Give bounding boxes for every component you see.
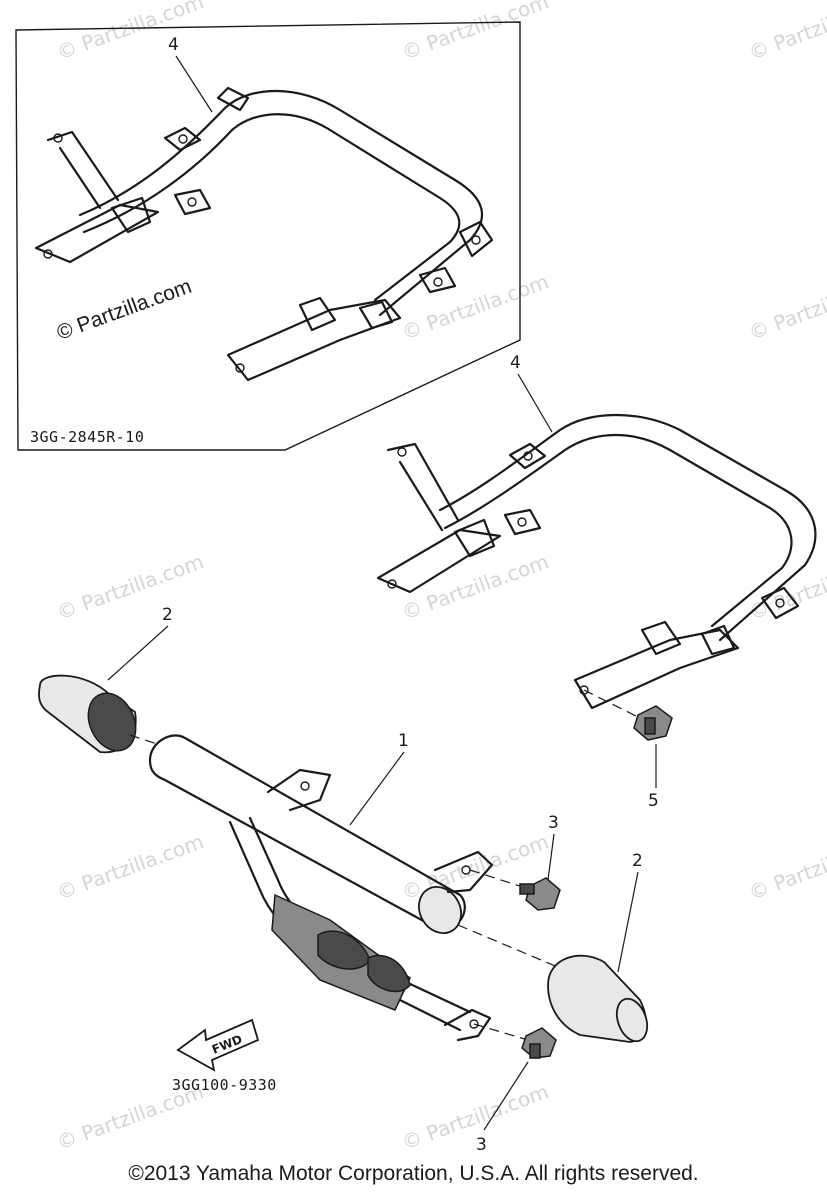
watermark: © Partzilla.com <box>399 0 552 65</box>
bolt-5 <box>583 689 673 741</box>
diagram-code: 3GG100-9330 <box>172 1076 277 1094</box>
watermark: © Partzilla.com <box>54 549 207 624</box>
callout-5: 5 <box>648 791 659 811</box>
watermark: © Partzilla.com <box>399 549 552 624</box>
callout-main-4: 4 <box>510 353 521 373</box>
inset-code: 3GG-2845R-10 <box>30 428 144 446</box>
callout-inset-4: 4 <box>168 35 179 55</box>
callout-3-lower: 3 <box>476 1135 487 1155</box>
callout-3-upper: 3 <box>548 813 559 833</box>
fwd-arrow-icon: FWD <box>176 1018 260 1072</box>
watermark: © Partzilla.com <box>54 829 207 904</box>
guard-tube-1 <box>148 734 494 1042</box>
bolt-3-lower <box>473 1023 557 1059</box>
watermark-layer: © Partzilla.com © Partzilla.com © Partzi… <box>54 0 827 1155</box>
callout-2-left: 2 <box>162 605 173 625</box>
copyright-notice: ©2013 Yamaha Motor Corporation, U.S.A. A… <box>128 1162 699 1185</box>
inset-box: 4 3GG-2845R-10 © Partzilla.com <box>15 21 521 451</box>
callout-2-right: 2 <box>632 851 643 871</box>
watermark: © Partzilla.com <box>746 0 827 65</box>
watermark: © Partzilla.com <box>746 269 827 344</box>
watermark: © Partzilla.com <box>54 0 207 65</box>
main-frame-4 <box>376 413 817 710</box>
inset-frame-4 <box>34 86 494 382</box>
callout-1: 1 <box>398 731 409 751</box>
watermark: © Partzilla.com <box>746 829 827 904</box>
inset-watermark: © Partzilla.com <box>54 275 195 345</box>
end-cap-2-left <box>38 674 137 754</box>
end-cap-2-right <box>547 954 649 1043</box>
bolt-3-upper <box>469 869 561 911</box>
